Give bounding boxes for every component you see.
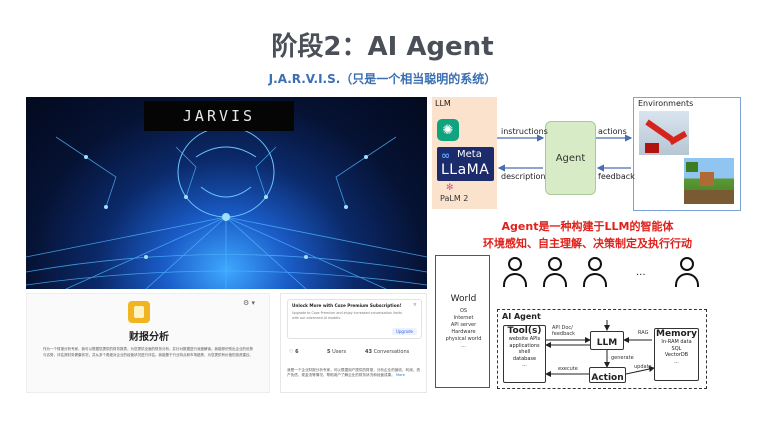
stats-row: ♡ 6 5 Users 43 Conversations xyxy=(287,349,422,361)
memory-title: Memory xyxy=(656,329,697,339)
environments-label: Environments xyxy=(638,99,694,108)
description-label: description xyxy=(501,172,546,181)
ai-agent-title: AI Agent xyxy=(502,312,541,321)
memory-box: Memory In-RAM data SQL VectorDB ... xyxy=(654,328,699,381)
user-icon xyxy=(503,257,527,291)
document-icon xyxy=(128,301,150,323)
action-box: Action xyxy=(589,367,626,383)
rag-label: RAG xyxy=(638,330,649,336)
finance-card-title: 财报分析 xyxy=(129,332,169,343)
promo-title: Unlock More with Coze Premium Subscripti… xyxy=(292,303,402,308)
tools-title: Tool(s) xyxy=(507,326,542,336)
premium-promo-box: Unlock More with Coze Premium Subscripti… xyxy=(287,299,422,339)
user-icon xyxy=(583,257,607,291)
jarvis-image: JARVIS xyxy=(26,97,427,289)
llm-panel: LLM ✺ ∞ Meta LLaMA ✻ PaLM 2 xyxy=(432,97,497,209)
palm-text: PaLM 2 xyxy=(440,194,469,203)
stat-conversations: 43 Conversations xyxy=(365,349,410,355)
settings-icon[interactable]: ⚙ ▾ xyxy=(243,299,256,307)
stat-likes: ♡ 6 xyxy=(289,349,299,355)
api-doc-label: API Doc/ feedback xyxy=(552,325,575,337)
execute-label: execute xyxy=(558,366,578,372)
slide-title: 阶段2：AI Agent xyxy=(271,32,494,62)
ai-agent-box: AI Agent xyxy=(497,309,707,389)
jarvis-circuit-graphic xyxy=(26,126,427,289)
tools-items: website APIs applications shell database… xyxy=(508,336,541,368)
palm-logo-icon: ✻ xyxy=(446,183,454,193)
llm-box: LLM xyxy=(590,331,624,350)
world-title: World xyxy=(450,294,477,304)
promo-text: Upgrade to Coze Premium and enjoy increa… xyxy=(292,311,403,320)
meta-text: Meta xyxy=(457,149,482,160)
meta-llama-logo: ∞ Meta LLaMA xyxy=(437,147,494,181)
instructions-label: instructions xyxy=(501,127,548,136)
minecraft-image xyxy=(684,158,734,204)
actions-label: actions xyxy=(598,127,627,136)
llm-label: LLM xyxy=(435,99,451,108)
openai-logo-icon: ✺ xyxy=(437,119,459,141)
llm-title: LLM xyxy=(596,338,618,348)
more-link[interactable]: More xyxy=(395,373,405,377)
users-ellipsis: ... xyxy=(636,267,646,278)
slide-subtitle: J.A.R.V.I.S.（只是一个相当聪明的系统） xyxy=(268,72,497,86)
world-items: OS Internet API server Hardware physical… xyxy=(445,308,482,349)
coze-description: 我是一个企业财报分析专家，可以根据用户提供的财报，分析企业的营收、利润、资产负债… xyxy=(287,368,420,377)
finance-analysis-card: ⚙ ▾ 财报分析 作为一个财报分析专家，我可以根据您提供的财务报表，为您提供全面… xyxy=(26,293,270,393)
coze-card: Unlock More with Coze Premium Subscripti… xyxy=(280,293,427,393)
agent-label: Agent xyxy=(555,152,586,164)
action-title: Action xyxy=(591,373,624,383)
generate-label: generate xyxy=(611,355,634,361)
jarvis-banner-text: JARVIS xyxy=(182,107,256,125)
user-icon xyxy=(675,257,699,291)
memory-items: In-RAM data SQL VectorDB ... xyxy=(661,339,692,365)
tools-box: Tool(s) website APIs applications shell … xyxy=(503,325,546,383)
update-label: update xyxy=(634,364,652,370)
feedback-label: feedback xyxy=(598,172,635,181)
jarvis-banner: JARVIS xyxy=(144,101,294,131)
stat-users: 5 Users xyxy=(327,349,347,355)
environments-panel: Environments xyxy=(633,97,741,211)
finance-card-body: 作为一个财报分析专家，我可以根据您提供的财务报表，为您提供全面的财务分析，并针对… xyxy=(43,347,253,357)
agent-box: Agent xyxy=(545,121,596,195)
user-icon xyxy=(543,257,567,291)
world-box: World OS Internet API server Hardware ph… xyxy=(435,255,490,388)
agent-definition-line1: Agent是一种构建于LLM的智能体 xyxy=(501,220,674,233)
close-icon[interactable]: × xyxy=(412,302,417,308)
llama-text: LLaMA xyxy=(441,162,490,178)
upgrade-button[interactable]: Upgrade xyxy=(391,328,417,335)
meta-infinity-icon: ∞ xyxy=(441,149,451,162)
agent-definition-line2: 环境感知、自主理解、决策制定及执行行动 xyxy=(483,237,692,250)
robot-arm-image xyxy=(639,111,689,155)
